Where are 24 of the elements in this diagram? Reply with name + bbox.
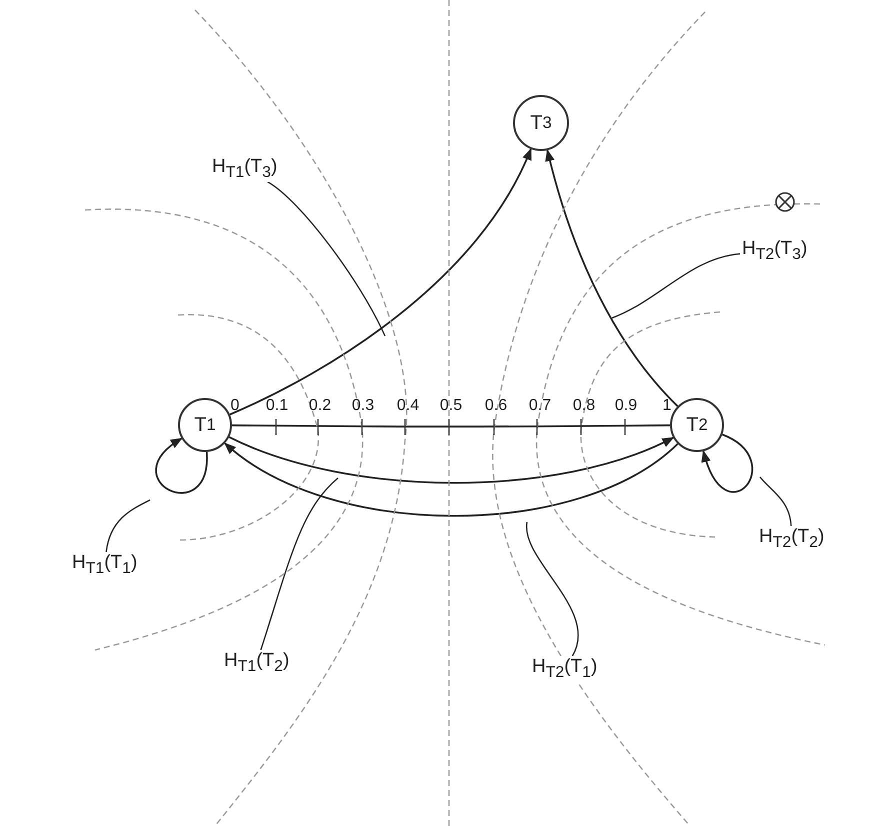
arrow <box>224 442 678 517</box>
arrow <box>545 149 678 407</box>
scale-label: 0.5 <box>440 397 462 415</box>
scale-label: 0.9 <box>614 397 638 415</box>
scale-label: 0.4 <box>396 397 420 415</box>
loop-arrow <box>155 438 208 494</box>
leader-line <box>260 478 338 650</box>
scale-label: 0.6 <box>484 397 508 415</box>
leader-line <box>760 476 792 526</box>
scale-label: 0.8 <box>572 397 596 415</box>
scale-label: 0.2 <box>308 397 332 415</box>
scale-label: 0 <box>230 397 240 415</box>
connector-line <box>232 424 670 428</box>
arrow <box>230 148 532 416</box>
scale-label: 0.1 <box>266 397 288 415</box>
leader-line <box>267 181 386 336</box>
arrow <box>228 436 674 484</box>
leader-line <box>612 253 740 319</box>
leader-line <box>106 499 150 552</box>
leader-line <box>526 522 579 656</box>
scale-label: 0.7 <box>528 397 552 415</box>
scale-label: 0.3 <box>352 397 374 415</box>
scale-label: 1 <box>662 397 672 415</box>
loop-arrow <box>702 434 754 493</box>
